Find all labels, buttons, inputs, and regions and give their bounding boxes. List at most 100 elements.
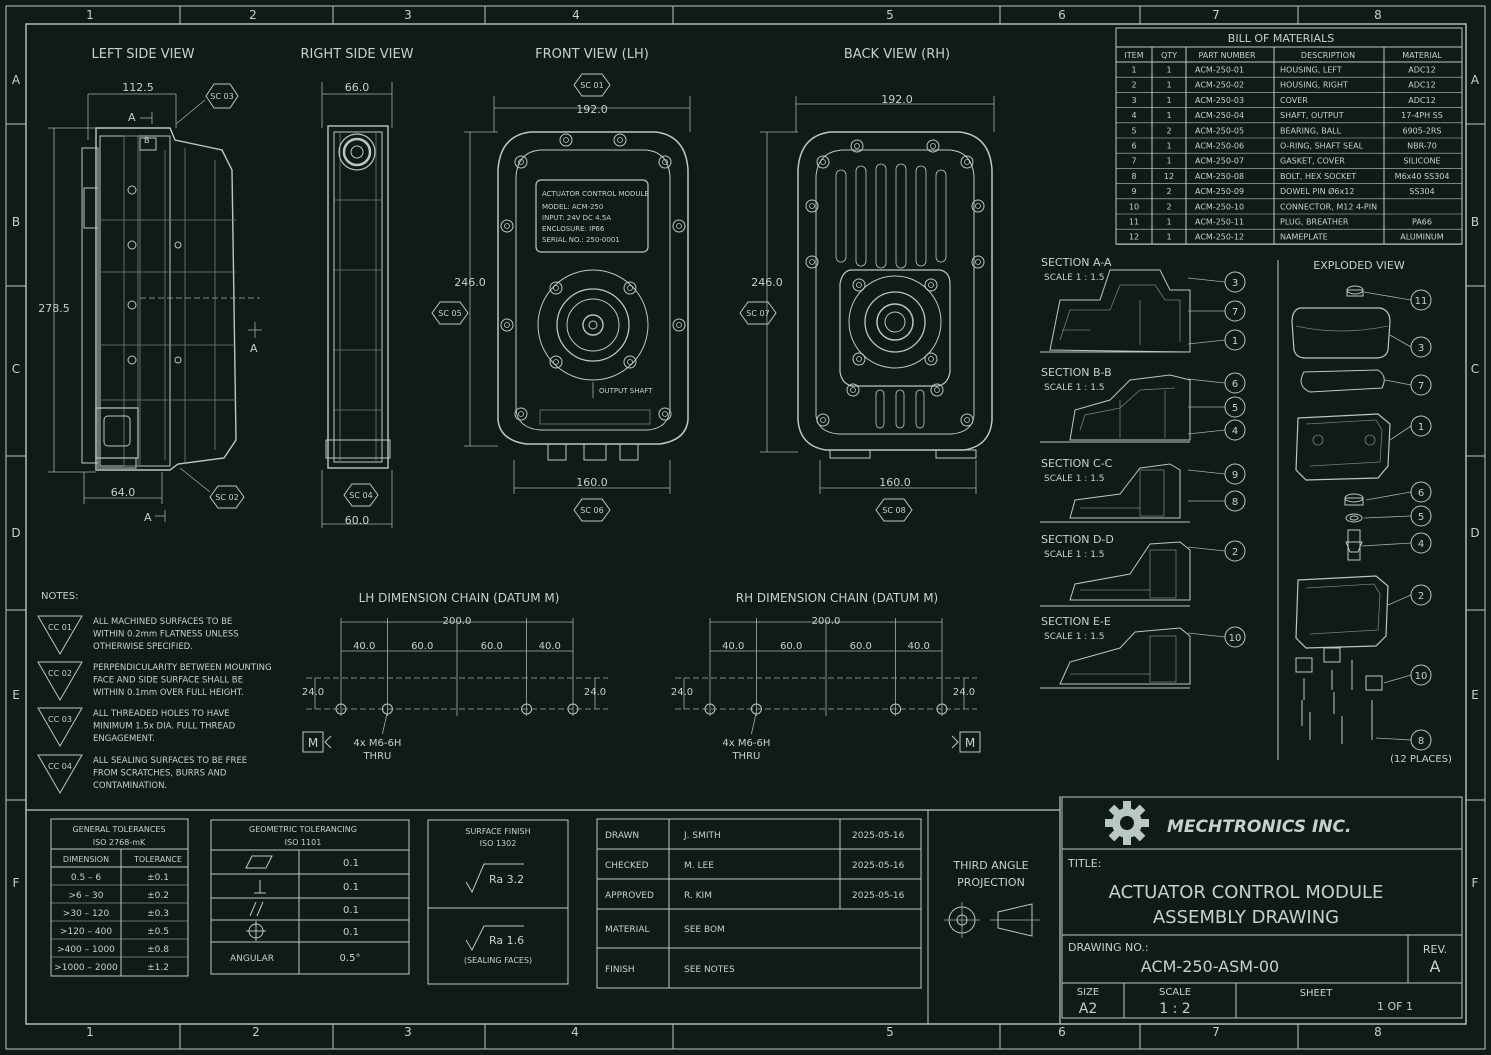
left-side-view: B 112.5 278.5 64.0 A A A <box>38 81 262 524</box>
approval-role: CHECKED <box>605 861 649 871</box>
balloon-number: 1 <box>1418 422 1424 433</box>
bom-cell: 9 <box>1131 187 1136 196</box>
note-line: ALL THREADED HOLES TO HAVE <box>93 709 230 719</box>
zone-rows: A B C D E F A B C D E F <box>6 73 1485 890</box>
zone-row-c: C <box>12 362 20 376</box>
bom-cell: 12 <box>1164 172 1174 181</box>
bom-cell: SILICONE <box>1403 157 1440 166</box>
back-view-title: BACK VIEW (RH) <box>844 47 950 62</box>
note-line: ENGAGEMENT. <box>93 734 155 744</box>
perpendicularity-icon <box>254 880 266 894</box>
bom-cell: 1 <box>1166 111 1171 120</box>
nameplate-line3: INPUT: 24V DC 4.5A <box>542 214 611 222</box>
scale-value: 1 : 2 <box>1159 1001 1190 1017</box>
bom-cell: ACM-250-04 <box>1195 111 1244 120</box>
zone-col-5: 5 <box>886 8 894 22</box>
bom-cell: 10 <box>1129 202 1139 211</box>
company-name: MECHTRONICS INC. <box>1167 817 1351 837</box>
note-tag: CC 02 <box>48 669 72 678</box>
drawing-title-1: ACTUATOR CONTROL MODULE <box>1109 882 1384 903</box>
balloon-number: 8 <box>1232 497 1238 508</box>
bom-cell: ACM-250-07 <box>1195 157 1244 166</box>
bom-cell: 8 <box>1131 172 1136 181</box>
zone-col-3: 3 <box>404 8 412 22</box>
balloon-number: 5 <box>1418 512 1424 523</box>
bom-cell: ACM-250-08 <box>1195 172 1244 181</box>
dim-front-height: 246.0 <box>454 276 486 289</box>
nameplate-line5: SERIAL NO.: 250-0001 <box>542 236 620 244</box>
geo-value-3: 0.1 <box>343 905 359 916</box>
front-view-title: FRONT VIEW (LH) <box>535 47 649 62</box>
parallelism-icon <box>249 901 264 917</box>
dim-right-width: 66.0 <box>345 81 370 94</box>
bom-cell: ACM-250-01 <box>1195 66 1244 75</box>
bom-cell: ACM-250-02 <box>1195 81 1244 90</box>
balloon: 8 <box>1410 729 1432 751</box>
balloon: 3 <box>1410 336 1432 358</box>
nameplate-line1: ACTUATOR CONTROL MODULE <box>542 190 649 198</box>
chain-segment: 60.0 <box>780 641 802 652</box>
section-marker-a-top: A <box>128 111 136 124</box>
sc-tag-05: SC 05 <box>431 301 469 325</box>
finish-value: SEE NOTES <box>684 965 735 975</box>
chain-segment: 60.0 <box>481 641 503 652</box>
dim-back-bottom: 160.0 <box>879 476 911 489</box>
balloon-number: 10 <box>1415 671 1428 682</box>
zone-col-4-bottom: 4 <box>571 1025 579 1039</box>
zone-col-6: 6 <box>1058 8 1066 22</box>
zone-row-b-right: B <box>1471 215 1479 229</box>
tol-title-2: ISO 2768-mK <box>93 838 146 847</box>
approval-date: 2025-05-16 <box>852 891 905 901</box>
dim-front-bottom: 160.0 <box>576 476 608 489</box>
zone-row-e: E <box>12 688 20 702</box>
balloon: 2 <box>1224 540 1246 562</box>
exploded-places: (12 PLACES) <box>1390 754 1452 765</box>
material-label: MATERIAL <box>605 925 650 935</box>
approval-name: R. KIM <box>684 891 712 901</box>
zone-col-5-bottom: 5 <box>886 1025 894 1039</box>
bom-cell: COVER <box>1280 96 1308 105</box>
bom-cell: 2 <box>1131 81 1136 90</box>
bom-cell: BOLT, HEX SOCKET <box>1280 172 1356 181</box>
tol-value: ±0.8 <box>147 945 169 955</box>
svg-text:SC 01: SC 01 <box>580 81 603 90</box>
section-marker-a-side: A <box>250 342 258 355</box>
bom-cell: DOWEL PIN Ø6x12 <box>1280 186 1354 196</box>
balloon-number: 8 <box>1418 736 1424 747</box>
datum-label: M <box>308 736 318 750</box>
geo-value-1: 0.1 <box>343 858 359 869</box>
sheet-value: 1 OF 1 <box>1377 1000 1413 1013</box>
balloon-number: 2 <box>1232 547 1238 558</box>
bom-cell: 17-4PH SS <box>1401 111 1443 120</box>
surface-title-2: ISO 1302 <box>480 839 517 848</box>
projection-block: THIRD ANGLE PROJECTION <box>927 810 1040 1024</box>
sheet-label: SHEET <box>1300 988 1334 999</box>
right-side-view: 66.0 60.0 <box>321 81 393 528</box>
section-scale: SCALE 1 : 1.5 <box>1044 273 1105 283</box>
zone-col-4: 4 <box>572 8 580 22</box>
datum-m-box: M <box>302 731 324 753</box>
bom-cell: NBR-70 <box>1407 142 1437 151</box>
bom-cell: ACM-250-10 <box>1195 202 1244 211</box>
revision: A <box>1430 957 1441 976</box>
note-tag: CC 03 <box>48 715 72 724</box>
tol-dimension: >1000 – 2000 <box>54 963 118 973</box>
balloon-number: 11 <box>1415 296 1428 307</box>
scale-label: SCALE <box>1159 987 1191 998</box>
surface-title-1: SURFACE FINISH <box>465 827 530 836</box>
balloon: 11 <box>1410 289 1432 311</box>
bom-cell: ACM-250-05 <box>1195 126 1244 135</box>
bom-cell: O-RING, SHAFT SEAL <box>1280 142 1364 151</box>
finish-label: FINISH <box>605 965 635 975</box>
balloon: 5 <box>1224 396 1246 418</box>
bom-header: QTY <box>1161 51 1177 60</box>
bom-cell: GASKET, COVER <box>1280 157 1345 166</box>
bom-cell: SHAFT, OUTPUT <box>1280 111 1344 120</box>
zone-col-7-bottom: 7 <box>1212 1025 1220 1039</box>
chain-segment: 40.0 <box>908 641 930 652</box>
approval-role: DRAWN <box>605 831 639 841</box>
